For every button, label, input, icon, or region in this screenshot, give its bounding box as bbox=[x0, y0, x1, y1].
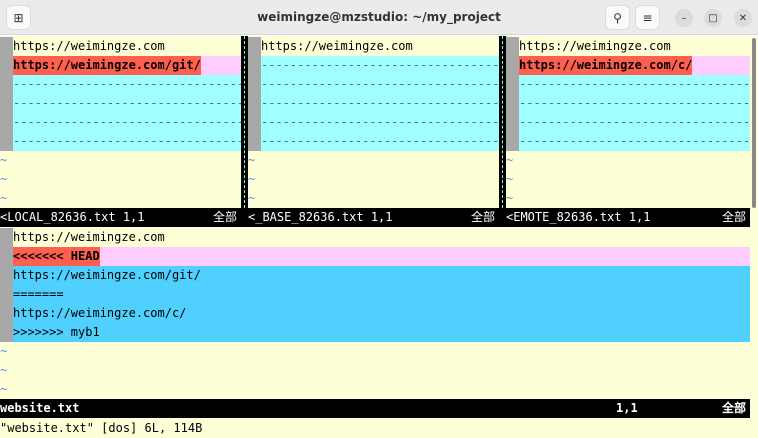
filler-line: ----------------------------------------… bbox=[519, 115, 750, 129]
tilde: ~ bbox=[0, 172, 8, 186]
close-icon: ✕ bbox=[738, 12, 748, 24]
remote-pane[interactable]: https://weimingze.com https://weimingze.… bbox=[506, 36, 750, 208]
tilde: ~ bbox=[0, 382, 8, 396]
minimize-icon: – bbox=[681, 12, 687, 24]
tilde: ~ bbox=[506, 172, 514, 186]
merged-status-line: website.txt 1,1 全部 bbox=[0, 399, 750, 418]
search-button[interactable]: ⚲ bbox=[605, 5, 630, 30]
line: https://weimingze.com bbox=[519, 39, 671, 53]
filler-line: ----------------------------------------… bbox=[519, 96, 750, 110]
scrollbar[interactable] bbox=[750, 36, 758, 438]
line: https://weimingze.com/git/ bbox=[13, 268, 201, 282]
filler-line: ----------------------------------------… bbox=[261, 77, 499, 91]
command-line[interactable]: "website.txt" [dos] 6L, 114B bbox=[0, 421, 203, 435]
base-status-line: <_BASE_82636.txt 1,1 全部 bbox=[241, 208, 499, 227]
window-title: weimingze@mzstudio: ~/my_project bbox=[257, 10, 501, 24]
filler-line: ----------------------------------------… bbox=[519, 134, 750, 148]
new-tab-icon: ⊞ bbox=[13, 10, 24, 25]
local-status-line: <LOCAL_82636.txt 1,1 全部 bbox=[0, 208, 241, 227]
tilde: ~ bbox=[248, 172, 256, 186]
line: https://weimingze.com bbox=[13, 230, 165, 244]
filler-line: ----------------------------------------… bbox=[13, 96, 241, 110]
line: https://weimingze.com bbox=[261, 39, 413, 53]
status-position: 全部 bbox=[212, 210, 237, 224]
filler-line: ----------------------------------------… bbox=[261, 58, 499, 72]
filler-line: ----------------------------------------… bbox=[261, 134, 499, 148]
line: https://weimingze.com/c/ bbox=[13, 306, 187, 320]
minimize-button[interactable]: – bbox=[675, 9, 693, 27]
conflict-separator: ======= bbox=[13, 287, 64, 301]
status-position: 全部 bbox=[721, 401, 746, 415]
status-cursor: 1,1 bbox=[616, 401, 638, 415]
menu-icon: ≡ bbox=[642, 10, 653, 25]
filler-line: ----------------------------------------… bbox=[261, 96, 499, 110]
tilde: ~ bbox=[248, 153, 256, 167]
tilde: ~ bbox=[0, 153, 8, 167]
status-file: <LOCAL_82636.txt 1,1 bbox=[0, 210, 145, 224]
status-file: <_BASE_82636.txt 1,1 bbox=[248, 210, 393, 224]
conflict-marker-end: >>>>>>> myb1 bbox=[13, 325, 100, 339]
tilde: ~ bbox=[0, 191, 8, 205]
filler-line: ----------------------------------------… bbox=[13, 115, 241, 129]
menu-button[interactable]: ≡ bbox=[635, 5, 660, 30]
tilde: ~ bbox=[248, 191, 256, 205]
filler-line: ----------------------------------------… bbox=[261, 115, 499, 129]
terminal[interactable]: https://weimingze.com https://weimingze.… bbox=[0, 36, 750, 438]
filler-line: ----------------------------------------… bbox=[13, 77, 241, 91]
filler-line: ----------------------------------------… bbox=[13, 134, 241, 148]
changed-line: https://weimingze.com/c/ bbox=[519, 56, 693, 75]
merged-pane[interactable]: https://weimingze.com <<<<<<< HEAD https… bbox=[0, 227, 750, 399]
maximize-icon: □ bbox=[708, 12, 718, 24]
local-pane[interactable]: https://weimingze.com https://weimingze.… bbox=[0, 36, 241, 208]
search-icon: ⚲ bbox=[613, 10, 622, 25]
status-position: 全部 bbox=[470, 210, 495, 224]
line: https://weimingze.com bbox=[13, 39, 165, 53]
title-bar: ⊞ weimingze@mzstudio: ~/my_project ⚲ ≡ –… bbox=[0, 0, 758, 35]
tilde: ~ bbox=[0, 363, 8, 377]
remote-status-line: <EMOTE_82636.txt 1,1 全部 bbox=[499, 208, 750, 227]
status-file: website.txt bbox=[0, 401, 80, 415]
vertical-separator[interactable] bbox=[499, 36, 506, 208]
changed-line: https://weimingze.com/git/ bbox=[13, 56, 201, 75]
tilde: ~ bbox=[0, 344, 8, 358]
filler-line: ----------------------------------------… bbox=[519, 77, 750, 91]
new-tab-button[interactable]: ⊞ bbox=[6, 5, 31, 30]
status-position: 全部 bbox=[721, 210, 746, 224]
close-button[interactable]: ✕ bbox=[734, 9, 752, 27]
tilde: ~ bbox=[506, 153, 514, 167]
vertical-separator[interactable] bbox=[241, 36, 248, 208]
conflict-marker-head: <<<<<<< HEAD bbox=[13, 247, 100, 266]
tilde: ~ bbox=[506, 191, 514, 205]
maximize-button[interactable]: □ bbox=[704, 9, 722, 27]
base-pane[interactable]: https://weimingze.com ------------------… bbox=[248, 36, 499, 208]
status-file: <EMOTE_82636.txt 1,1 bbox=[506, 210, 651, 224]
scrollbar-thumb[interactable] bbox=[752, 38, 756, 208]
